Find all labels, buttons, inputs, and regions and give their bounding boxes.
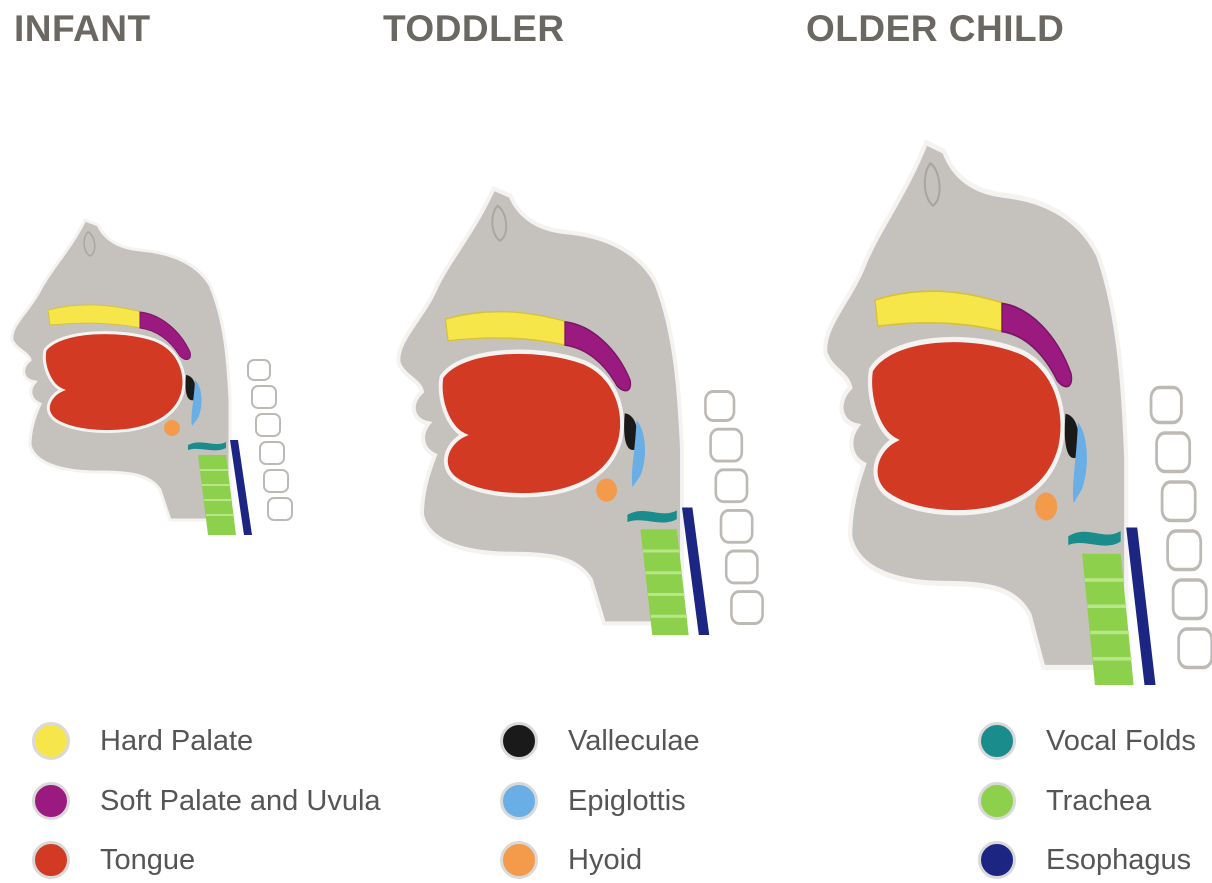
vocal-folds-swatch (978, 722, 1016, 760)
legend-item-hyoid: Hyoid (500, 837, 642, 883)
tongue-swatch (32, 841, 70, 879)
toddler-airway-diagram (370, 115, 770, 635)
legend-label: Hard Palate (100, 725, 253, 758)
hyoid-swatch (500, 841, 538, 879)
legend-label: Soft Palate and Uvula (100, 785, 381, 818)
legend-label: Vocal Folds (1046, 725, 1196, 758)
legend-label: Hyoid (568, 844, 642, 877)
older-child-airway-diagram (795, 70, 1212, 685)
trachea-swatch (978, 782, 1016, 820)
legend-item-trachea: Trachea (978, 778, 1151, 824)
legend-item-tongue: Tongue (32, 837, 195, 883)
older-child-title: OLDER CHILD (806, 8, 1064, 50)
toddler-title: TODDLER (383, 8, 565, 50)
soft-palate-swatch (32, 782, 70, 820)
esophagus-swatch (978, 841, 1016, 879)
infant-title: INFANT (14, 8, 151, 50)
legend-item-esophagus: Esophagus (978, 837, 1191, 883)
epiglottis-swatch (500, 782, 538, 820)
legend-label: Epiglottis (568, 785, 686, 818)
hard-palate-swatch (32, 722, 70, 760)
legend-item-epiglottis: Epiglottis (500, 778, 686, 824)
legend-label: Tongue (100, 844, 195, 877)
legend-label: Esophagus (1046, 844, 1191, 877)
infant-airway-diagram (0, 170, 330, 570)
legend-item-vocal-folds: Vocal Folds (978, 718, 1196, 764)
legend-item-soft-palate: Soft Palate and Uvula (32, 778, 381, 824)
legend-label: Valleculae (568, 725, 700, 758)
valleculae-swatch (500, 722, 538, 760)
legend-label: Trachea (1046, 785, 1151, 818)
legend-item-hard-palate: Hard Palate (32, 718, 253, 764)
legend-item-valleculae: Valleculae (500, 718, 700, 764)
